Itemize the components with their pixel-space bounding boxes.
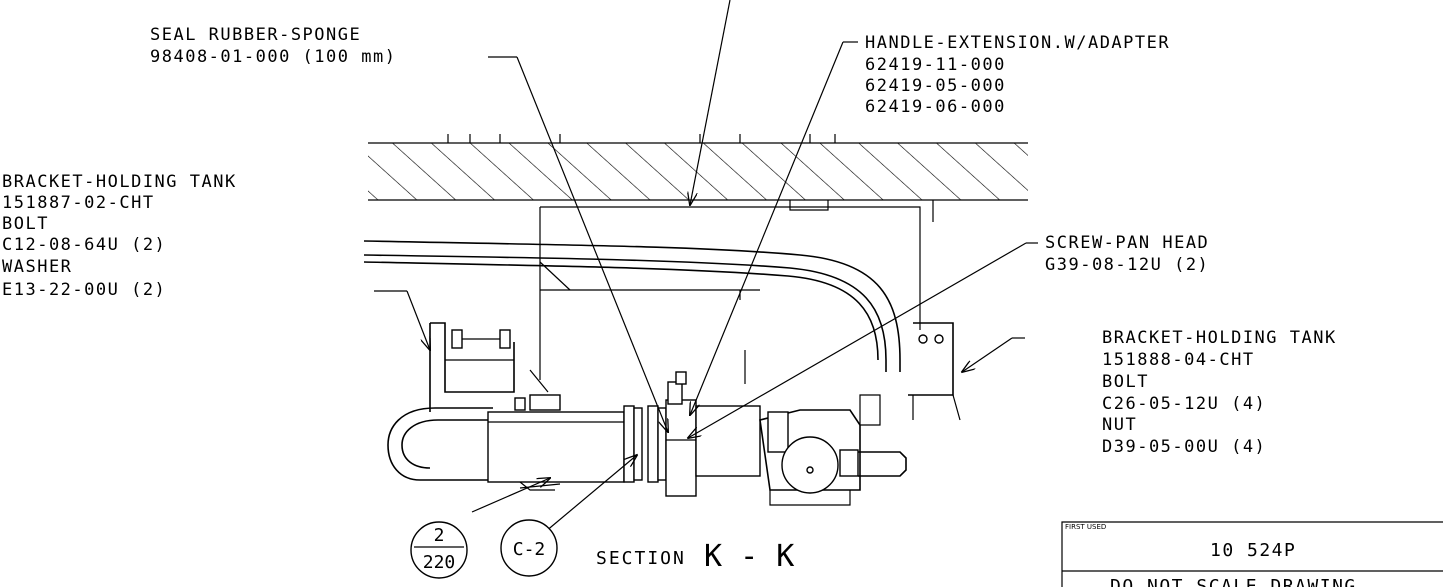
bracket-left-washer-name: WASHER: [2, 257, 72, 277]
label-bracket-right: BRACKET-HOLDING TANK 151888-04-CHT BOLT …: [1102, 328, 1337, 457]
bracket-left-name: BRACKET-HOLDING TANK: [2, 172, 237, 192]
seal-part: 98408-01-000 (100 mm): [150, 47, 396, 67]
leader-lines: [374, 0, 1038, 533]
floor-structure: [368, 134, 1028, 201]
scale-note: DO NOT SCALE DRAWING: [1110, 576, 1357, 587]
handle-name: HANDLE-EXTENSION.W/ADAPTER: [865, 33, 1170, 53]
section-id: K - K: [704, 539, 794, 574]
bracket-left-bolt-name: BOLT: [2, 214, 49, 234]
bracket-right-nut-part: D39-05-00U (4): [1102, 437, 1266, 457]
reference-callout: C-2: [500, 519, 558, 577]
label-screw: SCREW-PAN HEAD G39-08-12U (2): [1045, 233, 1209, 275]
handle-part-1: 62419-11-000: [865, 55, 1006, 75]
seal-name: SEAL RUBBER-SPONGE: [150, 25, 361, 45]
screw-part: G39-08-12U (2): [1045, 255, 1209, 275]
bracket-left-part: 151887-02-CHT: [2, 193, 155, 213]
left-bracket: [429, 322, 549, 412]
section-label: SECTION K - K: [596, 539, 794, 574]
bracket-right-bolt-part: C26-05-12U (4): [1102, 394, 1266, 414]
bracket-right-bolt-name: BOLT: [1102, 372, 1149, 392]
screw-name: SCREW-PAN HEAD: [1045, 233, 1209, 253]
section-prefix: SECTION: [596, 548, 686, 569]
reference-callout-text: C-2: [513, 539, 546, 560]
holding-tank: [539, 200, 934, 426]
title-block: FIRST USED 10 524P DO NOT SCALE DRAWING: [1061, 521, 1443, 587]
handle-part-3: 62419-06-000: [865, 97, 1006, 117]
detail-callout-top: 2: [434, 525, 445, 546]
handle-part-2: 62419-05-000: [865, 76, 1006, 96]
bracket-left-washer-part: E13-22-00U (2): [2, 280, 166, 300]
first-used-label: FIRST USED: [1065, 523, 1106, 531]
right-bracket: [908, 322, 961, 421]
label-bracket-left: BRACKET-HOLDING TANK 151887-02-CHT BOLT …: [2, 172, 237, 300]
discharge-pipe: [387, 371, 907, 506]
bracket-right-nut-name: NUT: [1102, 415, 1137, 435]
bracket-right-part: 151888-04-CHT: [1102, 350, 1255, 370]
label-seal: SEAL RUBBER-SPONGE 98408-01-000 (100 mm): [150, 25, 396, 67]
bracket-right-name: BRACKET-HOLDING TANK: [1102, 328, 1337, 348]
hoses: [363, 240, 901, 372]
detail-callout-bottom: 220: [423, 552, 456, 573]
bracket-left-bolt-part: C12-08-64U (2): [2, 235, 166, 255]
label-handle: HANDLE-EXTENSION.W/ADAPTER 62419-11-000 …: [865, 33, 1170, 117]
detail-callout: 2 220: [410, 521, 468, 579]
first-used-value: 10 524P: [1210, 540, 1296, 561]
